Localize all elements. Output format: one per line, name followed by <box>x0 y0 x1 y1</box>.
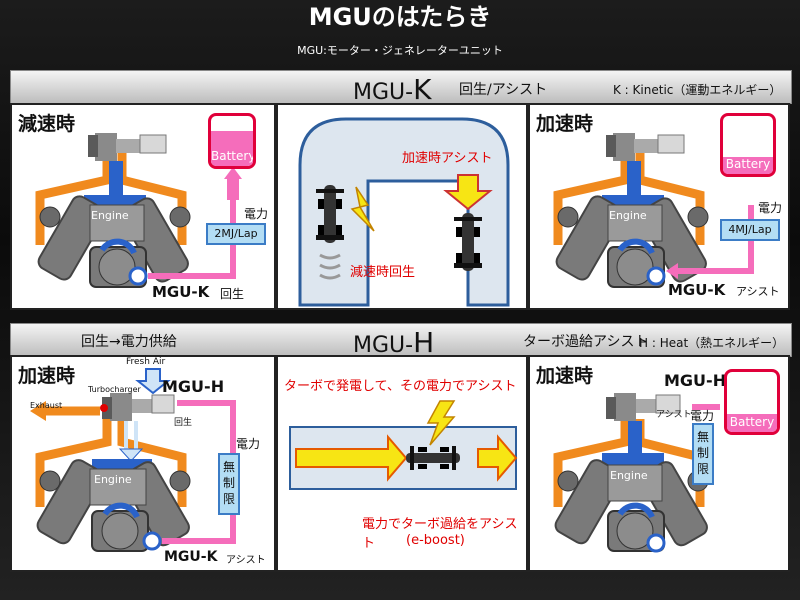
battery-k-left: Battery <box>208 113 256 169</box>
car-left <box>316 185 344 243</box>
battery-fill <box>211 131 253 166</box>
mgu-h-heading: MGU-H <box>353 326 434 359</box>
mgu-h-heading-letter: H <box>413 326 435 359</box>
mgu-k-heading-prefix: MGU- <box>353 80 414 105</box>
mgu-k-label: MGU-K <box>152 283 210 301</box>
exhaust-label: Exhaust <box>30 401 63 410</box>
engine-diagram-h-left <box>30 368 236 552</box>
mode-label: 回生 <box>220 287 245 301</box>
mode-label: アシスト <box>656 410 692 420</box>
engine-diagram-k-right <box>553 129 774 288</box>
mode-label: アシスト <box>226 555 266 566</box>
mgu-k-section-bar: MGU-K 回生/アシスト K : Kinetic（運動エネルギー） <box>10 70 792 106</box>
battery-label: Battery <box>725 157 771 171</box>
mgu-h-label: MGU-H <box>664 371 727 390</box>
power-label: 電力 <box>244 207 269 221</box>
mgu-k-heading: MGU-K <box>353 73 431 106</box>
mgu-k-heading-letter: K <box>413 73 432 106</box>
eboost-diagram <box>289 400 518 490</box>
panel-h-accel-title: 加速時 <box>18 365 76 387</box>
panel-k-decel: 減速時 Engine Battery 電力 2MJ/Lap MGU-K 回生 <box>10 103 276 310</box>
track-diagram <box>298 117 510 307</box>
eboost-tag: (e-boost) <box>406 533 465 548</box>
mgu-h-left-note: 回生→電力供給 <box>81 334 177 350</box>
mgu-k-note: K : Kinetic（運動エネルギー） <box>613 83 782 97</box>
mgu-h-note: H : Heat（熱エネルギー） <box>639 336 785 350</box>
panel-k-decel-title: 減速時 <box>18 113 76 135</box>
car-icon <box>406 446 460 470</box>
battery-fill <box>727 414 777 432</box>
page-title: MGUのはたらき <box>308 3 492 31</box>
lightning-icon <box>350 186 375 232</box>
eboost-bottom-label: 電力でターボ過給をアシスト <box>362 517 518 551</box>
panel-h-accel: 加速時 Fresh Air Turbocharger Exhaust MGU-H… <box>10 355 276 572</box>
battery-h-right: Battery <box>724 369 780 435</box>
decel-regen-label: 減速時回生 <box>350 265 416 280</box>
panel-h-eboost: ターボで発電して、その電力でアシスト 電力でターボ過給をアシスト (e-boos… <box>276 355 528 572</box>
turbocharger-label: Turbocharger <box>88 385 141 394</box>
mgu-h-heading-prefix: MGU- <box>353 333 414 358</box>
accel-assist-label: 加速時アシスト <box>402 151 493 166</box>
battery-label: Battery <box>211 149 256 163</box>
energy-limit-box: 2MJ/Lap <box>206 223 266 245</box>
engine-diagram-h-right <box>553 393 778 553</box>
mgu-k-label: MGU-K <box>164 549 218 565</box>
mgu-k-subtitle: 回生/アシスト <box>459 82 548 98</box>
mgu-k-label: MGU-K <box>668 281 726 299</box>
engine-label: Engine <box>609 209 647 222</box>
battery-k-right: Battery <box>720 113 776 177</box>
eboost-top-label: ターボで発電して、その電力でアシスト <box>284 379 517 394</box>
panel-k-accel: 加速時 Engine Battery 電力 4MJ/Lap MGU-K アシスト <box>528 103 790 310</box>
regen-label: 回生 <box>174 418 193 428</box>
power-label: 電力 <box>690 409 715 423</box>
panel-k-track: 加速時アシスト 減速時回生 <box>276 103 528 310</box>
power-label: 電力 <box>236 437 261 451</box>
page-subtitle: MGU:モーター・ジェネレーターユニット <box>297 44 503 57</box>
mgu-h-subtitle: ターボ過給アシスト <box>523 334 649 350</box>
engine-label: Engine <box>94 473 132 486</box>
panel-h-right-accel: 加速時 MGU-H アシスト Engine 電力 無制限 Battery <box>528 355 790 572</box>
unlimited-box: 無制限 <box>218 453 240 515</box>
mgu-h-label: MGU-H <box>162 377 225 396</box>
mgu-h-section-bar: 回生→電力供給 MGU-H ターボ過給アシスト H : Heat（熱エネルギー） <box>10 323 792 359</box>
car-right <box>454 213 482 271</box>
engine-label: Engine <box>610 469 648 482</box>
fresh-air-label: Fresh Air <box>126 357 166 367</box>
lightning-icon <box>426 400 456 446</box>
panel-h-right-title: 加速時 <box>536 365 594 387</box>
unlimited-box: 無制限 <box>692 423 714 485</box>
energy-limit-box: 4MJ/Lap <box>720 219 780 241</box>
mode-label: アシスト <box>736 285 780 298</box>
engine-label: Engine <box>91 209 129 222</box>
battery-fill <box>723 156 773 174</box>
battery-label: Battery <box>729 415 775 429</box>
panel-k-accel-title: 加速時 <box>536 113 594 135</box>
power-label: 電力 <box>758 201 783 215</box>
